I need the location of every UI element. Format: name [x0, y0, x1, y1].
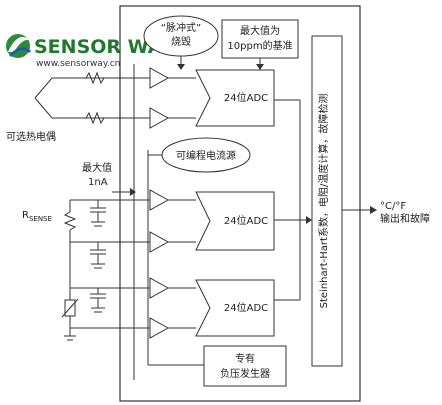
reference-label-line2: 10ppm的基准: [227, 39, 292, 52]
buffer-2: [149, 107, 170, 129]
buffer-5: [149, 277, 170, 299]
thermocouple-resistor-top: [85, 71, 105, 85]
pulse-burnout-label: “脉冲式” 烧毁: [143, 15, 219, 57]
chip-boundary: [119, 5, 361, 402]
current-source-text: 可编程电流源: [176, 149, 236, 162]
logo-brand: SENSOR WAY: [34, 36, 175, 58]
buffer-4: [149, 231, 170, 253]
buffer-6: [149, 317, 170, 339]
logo-url: www.sensorway.cn: [36, 59, 120, 69]
buffer-amplifiers: [149, 67, 170, 339]
neg-gen-label-line1: 专有: [235, 352, 255, 365]
pulse-label-line2: 烧毁: [171, 35, 191, 48]
reference-label-line1: 最大值为: [240, 24, 280, 37]
max-current-label-line1: 最大值: [82, 161, 112, 174]
reference-label: 最大值为 10ppm的基准: [221, 19, 299, 59]
adc-1: 24位ADC: [195, 69, 275, 127]
processor-label: Steinhart-Hart系数，电阻/温度计算，故障检测: [317, 94, 330, 309]
processor-block: Steinhart-Hart系数，电阻/温度计算，故障检测: [311, 35, 343, 367]
current-source-label: 可编程电流源: [161, 137, 251, 173]
adc-2-label: 24位ADC: [224, 214, 268, 227]
adc-3-label: 24位ADC: [224, 301, 268, 314]
rsense-network: [61, 199, 150, 336]
buffer-1: [149, 67, 170, 89]
adc-1-label: 24位ADC: [224, 91, 268, 104]
adc-2: 24位ADC: [195, 191, 275, 251]
logo-emblem-icon: [6, 34, 32, 58]
adc-3: 24位ADC: [195, 279, 275, 337]
filter-capacitors: [64, 200, 106, 341]
rsense-label: RSENSE: [22, 210, 52, 223]
max-current-label-line2: 1nA: [88, 177, 108, 188]
negative-voltage-generator: 专有 负压发生器: [203, 345, 287, 387]
thermocouple-resistor-bottom: [85, 111, 105, 125]
output-label-line1: °C/°F: [380, 201, 406, 212]
thermocouple-label: 可选热电偶: [6, 130, 56, 143]
pulse-label-line1: “脉冲式”: [161, 21, 201, 34]
rsense-resistor: [63, 211, 77, 231]
output-label-line2: 输出和故障: [380, 212, 430, 225]
buffer-3: [149, 189, 170, 211]
logo: SENSOR WAY www.sensorway.cn: [6, 34, 175, 69]
neg-gen-label-line2: 负压发生器: [220, 367, 270, 380]
thermocouple: 可选热电偶: [6, 71, 150, 143]
